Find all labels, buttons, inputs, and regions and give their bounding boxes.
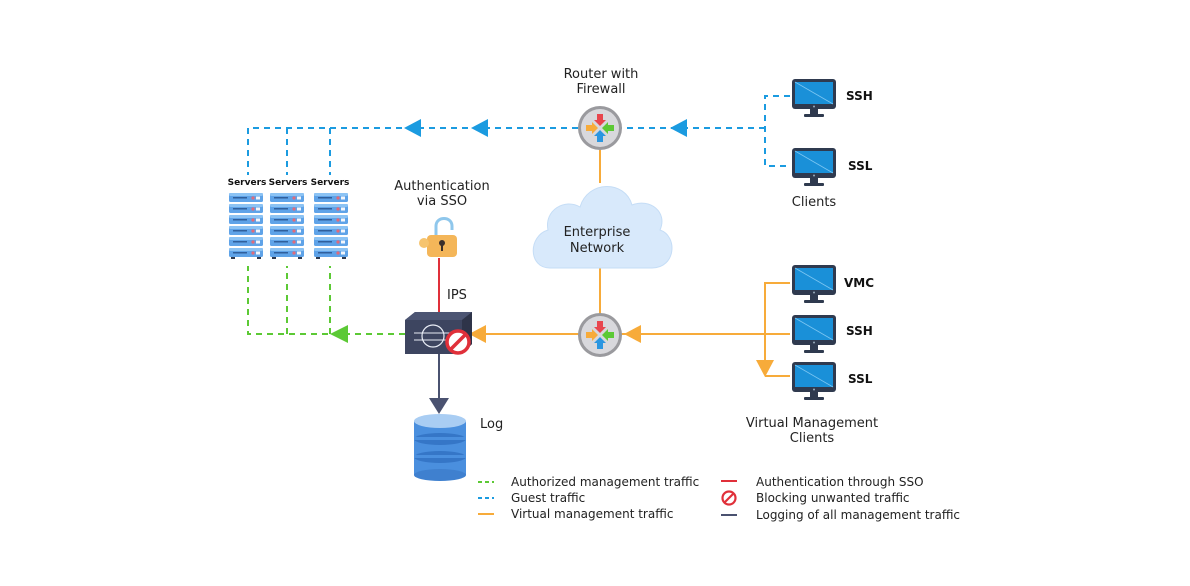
legend-label: Virtual management traffic [511,507,673,521]
guest-traffic-lines [247,95,790,175]
monitor-icon [791,264,837,304]
guest-line-ssh [764,95,790,167]
ips-device[interactable]: IPS [405,288,472,355]
router-label-line1: Router with [564,67,639,82]
legend-item-logging: Logging of all management traffic [721,508,960,522]
legend-label: Authorized management traffic [511,475,699,489]
clients-group: SSH SSL Clients [791,78,873,210]
arrow-left-icon [624,325,641,343]
router-firewall-top[interactable]: Router with Firewall [564,67,639,150]
cloud-label-line2: Network [570,241,625,256]
legend-item-block: Blocking unwanted traffic [721,490,910,506]
client-label: SSH [846,89,873,103]
legend-label: Blocking unwanted traffic [756,491,910,505]
cloud-icon [532,186,673,269]
authorized-traffic-lines [247,266,405,335]
vm-client-label: SSL [848,372,873,386]
log-label: Log [480,417,503,432]
vm-client-vmc[interactable]: VMC [791,264,874,304]
vm-clients-group: VMC SSH SSL Virtual Management Clients [746,264,878,446]
vm-client-ssh[interactable]: SSH [791,314,873,354]
legend-item-sso: Authentication through SSO [721,475,924,489]
monitor-icon [791,361,837,401]
server-group: Servers Servers Servers [228,178,350,259]
sso-authentication[interactable]: Authentication via SSO [394,179,490,257]
enterprise-network-cloud[interactable]: Enterprise Network [532,186,673,269]
vm-clients-label-line2: Clients [790,431,835,446]
ips-label: IPS [447,288,467,303]
legend-label: Logging of all management traffic [756,508,960,522]
sso-label-line1: Authentication [394,179,489,194]
arrow-down-icon [429,398,449,414]
vm-client-label: SSH [846,324,873,338]
arrow-left-icon [330,325,348,343]
router-icon [578,106,622,150]
client-ssl[interactable]: SSL [791,147,873,187]
block-icon [445,329,471,355]
vm-client-label: VMC [844,276,874,290]
monitor-icon [791,314,837,354]
router-label-line2: Firewall [576,82,625,97]
server-rack-icon[interactable] [270,193,304,259]
sso-label-line2: via SSO [417,194,467,209]
database-icon [414,414,466,481]
monitor-icon [791,147,837,187]
client-label: SSL [848,159,873,173]
legend: Authorized management traffic Guest traf… [478,475,960,522]
legend-label: Authentication through SSO [756,475,924,489]
legend-item-virtual: Virtual management traffic [478,507,673,521]
guest-arrows [404,119,687,137]
monitor-icon [791,78,837,118]
legend-item-guest: Guest traffic [478,491,585,505]
cloud-label-line1: Enterprise [564,225,631,240]
log-database[interactable]: Log [414,414,503,481]
guest-line-main [247,127,765,175]
server-label: Servers [311,178,350,188]
arrow-left-icon [469,325,486,343]
vm-clients-label-line1: Virtual Management [746,416,878,431]
arrow-left-icon [471,119,488,137]
server-label: Servers [269,178,308,188]
client-ssh[interactable]: SSH [791,78,873,118]
arrow-left-icon [670,119,687,137]
virtual-arrows [469,325,774,377]
server-label: Servers [228,178,267,188]
legend-item-authorized: Authorized management traffic [478,475,699,489]
vm-client-ssl[interactable]: SSL [791,361,873,401]
server-rack-icon[interactable] [314,193,348,259]
padlock-icon [419,217,457,257]
block-icon [721,490,737,506]
clients-group-label: Clients [792,195,837,210]
arrow-down-icon [756,360,774,377]
arrow-left-icon [404,119,421,137]
server-rack-icon[interactable] [229,193,263,259]
legend-label: Guest traffic [511,491,585,505]
router-icon[interactable] [578,313,622,357]
